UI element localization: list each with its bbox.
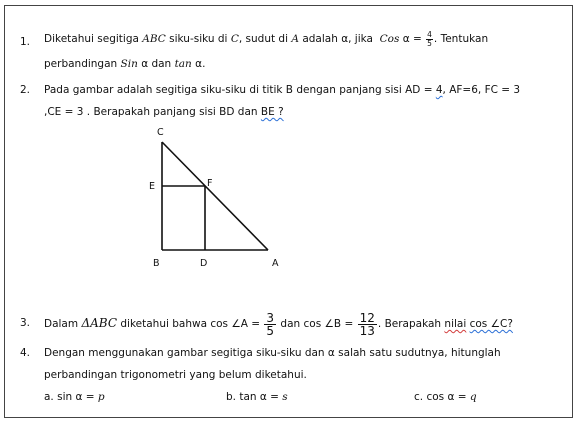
label-e: E [149,181,156,192]
q1-line2: perbandingan Sin α dan tan α. [44,58,205,70]
q2-line1: Pada gambar adalah segitiga siku-siku di… [44,84,520,96]
q1-text-g: α dan [141,58,172,70]
q4-line2: perbandingan trigonometri yang belum dik… [44,369,307,381]
label-d: D [200,258,208,269]
q1-alpha-eq: α = [402,33,422,45]
q3-f2-num: 12 [357,310,377,325]
q3-text-c: dan cos ∠B = [280,318,354,330]
q1-text-b: siku-siku di [169,33,228,45]
q3-cos-c: cos ∠C? [469,318,513,330]
q1-abc: ABC [142,33,166,45]
q4-option-b: b. tan α = s [226,391,288,403]
q3-f2-den: 13 [359,323,375,338]
label-b: B [153,258,160,269]
q4-opt-b-var: s [282,391,288,403]
q4-option-c: c. cos α = q [414,391,477,403]
q1-frac-den: 5 [427,38,432,48]
q4-opt-b-label: b. tan α = [226,391,279,403]
q2-be: BE ? [260,106,284,118]
q1-text-c: , sudut di [238,33,289,45]
q1-c: C [230,33,239,45]
q4-option-a: a. sin α = p [44,391,105,403]
q2-line2: ,CE = 3 . Berapakah panjang sisi BD dan … [44,106,284,118]
q1-text-e: . Tentukan [433,33,489,45]
q2-text-b: , AF=6, FC = 3 [442,84,521,96]
q1-text-d: adalah α, jika [302,33,373,45]
q1-text-h: α. [195,58,206,70]
q1-tan: tan [174,58,192,70]
q4-number: 4. [20,347,31,359]
label-c: C [157,127,164,138]
q1-line1: Diketahui segitiga ABC siku-siku di C, s… [44,31,488,47]
q2-number: 2. [20,84,31,96]
q3-f1-den: 5 [266,323,275,338]
document-frame [4,5,573,418]
label-f: F [207,178,213,189]
q4-line1: Dengan menggunakan gambar segitiga siku-… [44,347,501,359]
q2-text-c: ,CE = 3 . Berapakah panjang sisi BD dan [44,106,258,118]
q3-text-d: . Berapakah [377,318,442,330]
q3-nilai: nilai [444,318,467,330]
q2-ad-value: 4 [435,84,443,96]
q1-a: A [291,33,299,45]
q4-opt-c-var: q [469,391,477,403]
label-a: A [272,258,279,269]
q3-text-b: diketahui bahwa cos ∠A = [120,318,261,330]
q2-text-a: Pada gambar adalah segitiga siku-siku di… [44,84,433,96]
q1-cos: Cos [379,33,400,45]
q3-text-a: Dalam [44,318,79,330]
q3-number: 3. [20,317,31,329]
q3-f1-num: 3 [264,310,277,325]
q1-text-f: perbandingan [44,58,118,70]
q4-opt-c-label: c. cos α = [414,391,467,403]
q1-text-a: Diketahui segitiga [44,33,139,45]
q1-frac-num: 4 [426,30,433,40]
q4-opt-a-var: p [97,391,105,403]
side-ca [161,141,269,251]
q1-sin: Sin [120,58,138,70]
q1-number: 1. [20,36,31,48]
q3-triangle: ΔABC [81,316,118,330]
q4-opt-a-label: a. sin α = [44,391,95,403]
